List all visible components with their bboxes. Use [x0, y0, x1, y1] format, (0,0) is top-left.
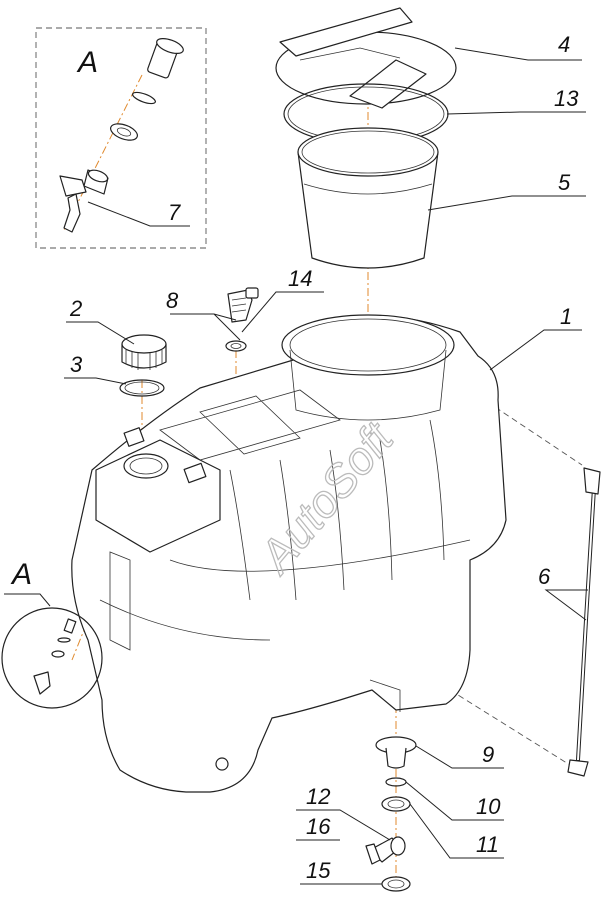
detail-view-a-label: A — [76, 46, 98, 79]
callout-3: 3 — [70, 352, 83, 377]
detail-view-a-circle: A — [1, 558, 103, 709]
detail-seal-ring — [132, 91, 156, 105]
callout-15: 15 — [306, 858, 331, 883]
callout-leaders — [64, 47, 588, 885]
callout-16: 16 — [306, 814, 331, 839]
callout-labels: 4 13 5 7 2 3 8 14 1 6 9 10 11 12 16 15 — [69, 32, 579, 883]
elbow-fitting-8 — [227, 287, 259, 323]
detail-nut — [110, 123, 138, 141]
callout-1: 1 — [560, 304, 572, 329]
callout-13: 13 — [554, 86, 579, 111]
filler-cap-2 — [121, 334, 167, 370]
lid-4 — [275, 7, 457, 109]
callout-4: 4 — [558, 32, 570, 57]
drain-tap-7 — [59, 169, 109, 233]
hose-6 — [567, 467, 601, 777]
callout-14: 14 — [288, 266, 312, 291]
callout-2: 2 — [69, 296, 82, 321]
flange-9 — [375, 736, 417, 769]
nut-11 — [381, 796, 411, 812]
nut-14 — [225, 340, 247, 352]
callout-11: 11 — [476, 832, 499, 857]
detail-insert — [147, 38, 184, 79]
callout-10: 10 — [476, 794, 501, 819]
elbow-12-16 — [365, 836, 406, 865]
callout-8: 8 — [166, 288, 179, 313]
callout-5: 5 — [558, 170, 571, 195]
callout-7: 7 — [168, 200, 181, 225]
strainer-basket-5 — [297, 127, 439, 269]
callout-12: 12 — [306, 784, 330, 809]
gasket-3-inner — [124, 381, 160, 395]
callout-9: 9 — [482, 742, 494, 767]
detail-view-a-box: A — [35, 27, 207, 249]
callout-6: 6 — [538, 564, 551, 589]
tank-body-1 — [71, 314, 507, 793]
nut-15 — [381, 876, 411, 892]
gasket-3 — [119, 379, 165, 397]
detail-view-a-circle-label: A — [10, 558, 32, 591]
